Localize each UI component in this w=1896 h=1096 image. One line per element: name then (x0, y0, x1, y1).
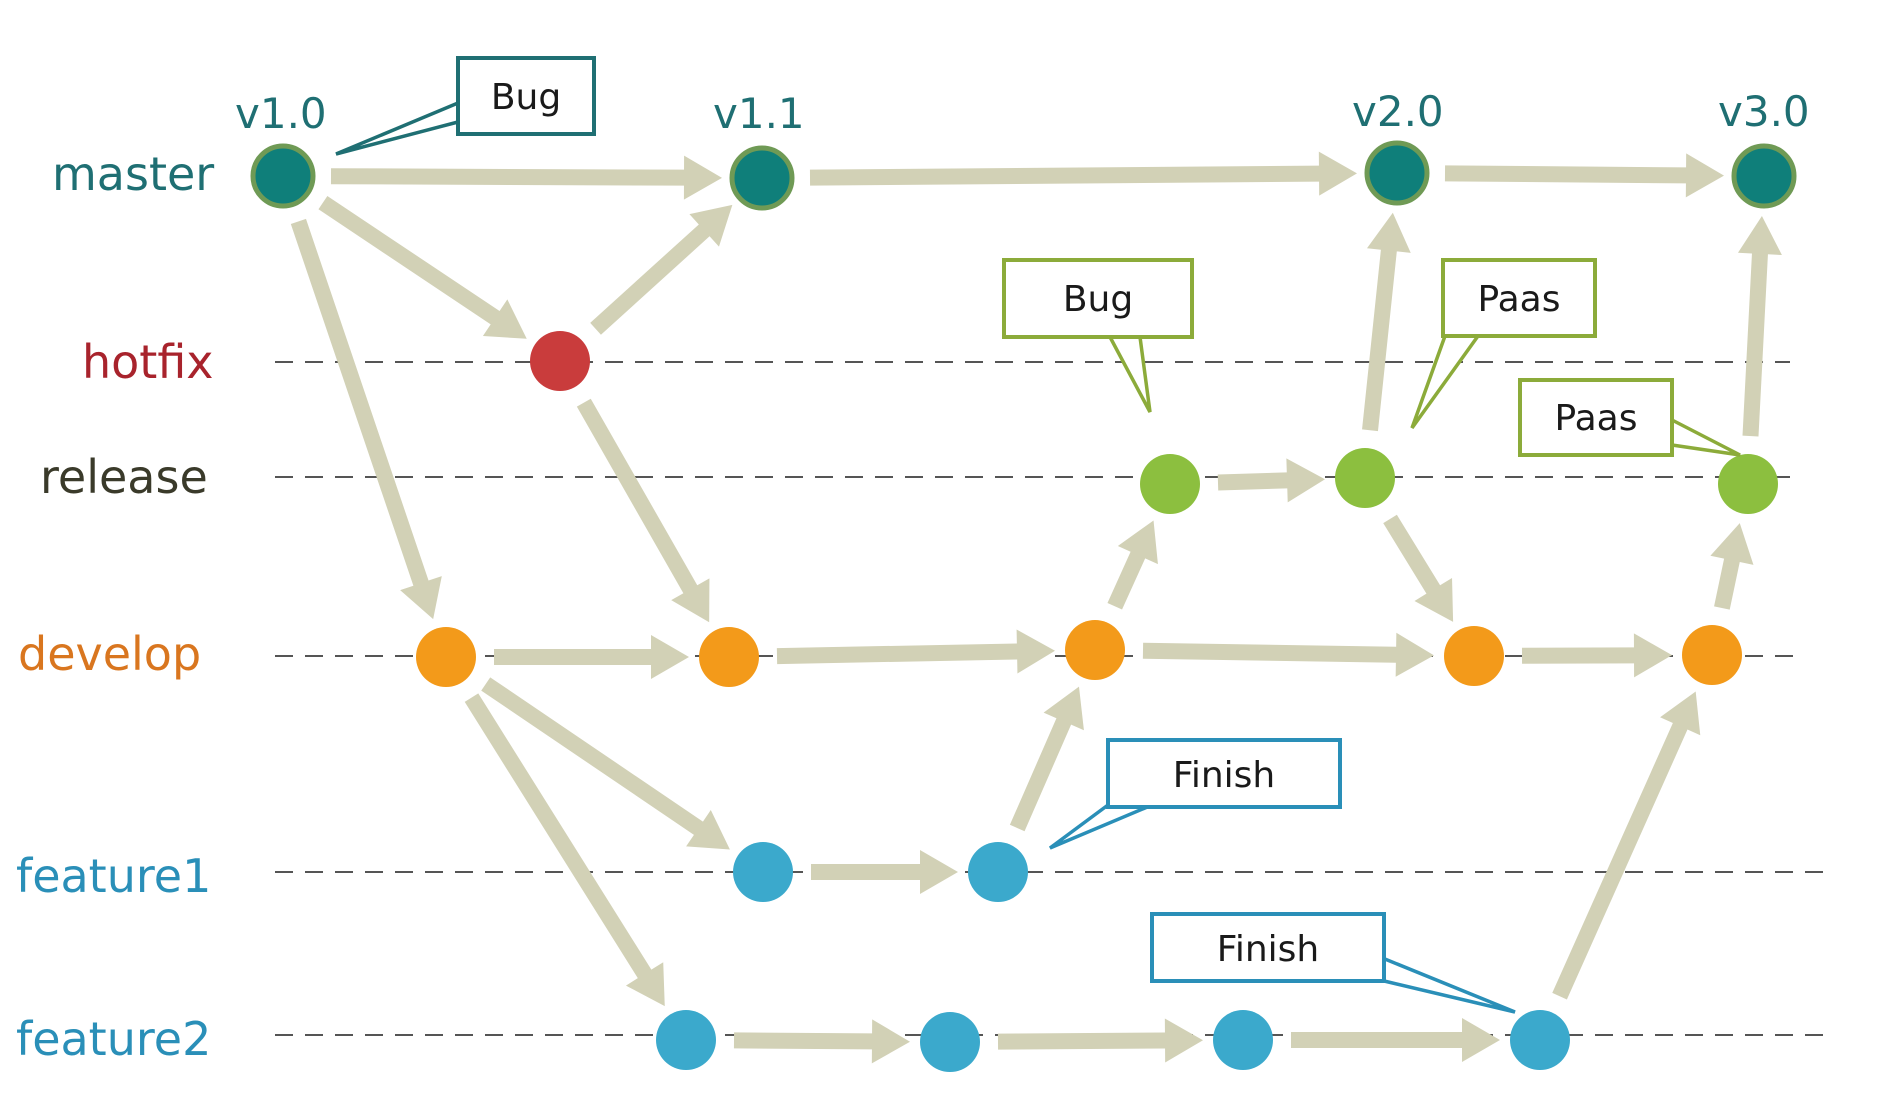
commit-node-f2a (656, 1010, 716, 1070)
callout-bug-master-box (456, 56, 596, 136)
callout-finish-feature1-text: Finish (1173, 755, 1275, 796)
commit-node-r2 (1335, 448, 1395, 508)
arrow-r1-to-r2 (1217, 458, 1326, 503)
arrow-m1-to-m2 (330, 155, 723, 200)
callout-bug-master: Bug (335, 56, 596, 156)
commit-node-f2b (920, 1012, 980, 1072)
commit-node-m2 (729, 145, 795, 211)
arrow-d4-to-d5 (1521, 633, 1673, 678)
arrow-m1-to-d1 (290, 218, 442, 620)
branch-label-release: release (40, 450, 208, 504)
arrow-d3-to-r1 (1107, 520, 1158, 610)
callout-bug-release-pointer (1108, 336, 1152, 413)
arrow-m2-to-m3 (809, 151, 1358, 196)
callout-finish-feature1-pointer (1048, 803, 1153, 850)
commit-node-h1 (530, 331, 590, 391)
callout-paas-upper-text: Paas (1478, 279, 1561, 320)
commit-nodes (250, 140, 1797, 1072)
callout-bug-master-pointer (335, 101, 459, 156)
commit-node-f1b (968, 842, 1028, 902)
arrow-f2c-to-f2d (1291, 1018, 1500, 1062)
arrow-f1a-to-f1b (811, 850, 958, 894)
arrow-r3-to-m4 (1737, 215, 1782, 437)
branch-label-hotfix: hotfix (82, 335, 214, 389)
arrow-r2-to-m3 (1362, 212, 1411, 432)
commit-node-f1a (733, 842, 793, 902)
callouts: Bug Bug Paas Paas Finish (335, 56, 1741, 1014)
callout-finish-feature1: Finish (1048, 738, 1342, 850)
callout-finish-feature1-box (1106, 738, 1342, 809)
arrow-d1-to-d2 (494, 635, 689, 679)
branch-label-develop: develop (18, 627, 201, 681)
version-label-v1-1: v1.1 (713, 89, 805, 138)
callout-paas-upper-pointer (1410, 334, 1480, 430)
callout-paas-lower-box (1518, 378, 1674, 457)
arrow-m1-to-h1 (318, 196, 527, 339)
branch-labels: master hotfix release develop feature1 f… (16, 147, 214, 1066)
callout-paas-upper-box (1441, 258, 1597, 338)
arrow-d3-to-d4 (1142, 632, 1435, 677)
commit-node-d1 (416, 627, 476, 687)
branch-label-feature1: feature1 (16, 849, 211, 903)
commit-node-m3 (1364, 140, 1430, 206)
arrow-d2-to-d3 (776, 629, 1056, 674)
arrow-d1-to-f1a (481, 677, 730, 850)
arrow-h1-to-m2 (590, 204, 733, 335)
callout-paas-upper: Paas (1410, 258, 1597, 430)
arrow-f1b-to-d3 (1009, 686, 1084, 832)
callout-bug-release: Bug (1002, 258, 1194, 413)
arrow-d1-to-f2a (464, 693, 665, 1007)
commit-node-d3 (1065, 620, 1125, 680)
arrow-m3-to-m4 (1444, 153, 1725, 198)
commit-node-f2d (1510, 1010, 1570, 1070)
callout-bug-release-box (1002, 258, 1194, 339)
branch-label-feature2: feature2 (16, 1012, 211, 1066)
commit-node-m4 (1731, 143, 1797, 209)
commit-node-d4 (1444, 626, 1504, 686)
arrow-f2b-to-f2c (997, 1018, 1204, 1063)
version-label-v1-0: v1.0 (235, 89, 327, 138)
branch-label-master: master (52, 147, 214, 201)
arrow-r2-to-d4 (1383, 514, 1454, 622)
arrow-d5-to-r3 (1710, 523, 1754, 610)
commit-node-r3 (1718, 454, 1778, 514)
callout-bug-master-text: Bug (491, 77, 561, 118)
version-label-v3-0: v3.0 (1718, 87, 1810, 136)
callout-finish-feature2: Finish (1150, 912, 1516, 1014)
commit-node-d5 (1682, 625, 1742, 685)
commit-node-m1 (250, 143, 316, 209)
commit-node-d2 (699, 627, 759, 687)
arrow-h1-to-d2 (576, 398, 710, 623)
commit-node-f2c (1213, 1010, 1273, 1070)
callout-finish-feature2-pointer (1379, 955, 1516, 1014)
commit-node-r1 (1140, 454, 1200, 514)
arrow-f2a-to-f2b (733, 1019, 911, 1064)
callout-finish-feature2-text: Finish (1217, 929, 1319, 970)
version-labels: v1.0 v1.1 v2.0 v3.0 (235, 87, 1810, 138)
callout-paas-lower-pointer (1671, 418, 1741, 457)
version-label-v2-0: v2.0 (1352, 87, 1444, 136)
callout-paas-lower-text: Paas (1555, 398, 1638, 439)
arrow-f2d-to-d5 (1552, 691, 1701, 1000)
callout-bug-release-text: Bug (1063, 279, 1133, 320)
callout-paas-lower: Paas (1518, 378, 1741, 457)
callout-finish-feature2-box (1150, 912, 1386, 983)
arrows (290, 151, 1782, 1064)
